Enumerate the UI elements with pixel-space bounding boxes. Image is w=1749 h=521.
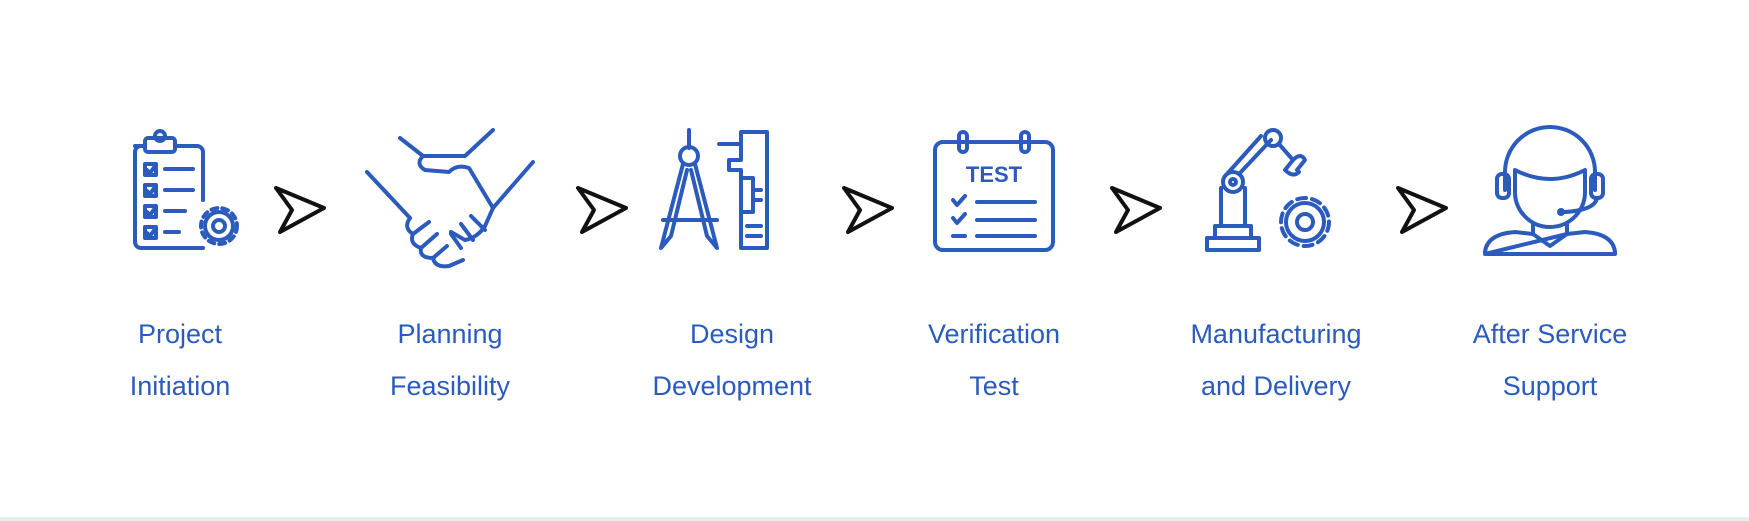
headset-agent-icon [1475, 125, 1625, 280]
arrow-right-icon [1394, 182, 1450, 238]
handshake-icon [365, 128, 535, 280]
robot-arm-gear-icon [1201, 128, 1351, 280]
compass-caliper-icon [657, 128, 807, 280]
test-label: TEST [966, 162, 1023, 187]
arrow-right-icon [840, 182, 896, 238]
bottom-divider [0, 517, 1749, 521]
arrow-right-icon [1108, 182, 1164, 238]
arrow-right-icon [272, 182, 328, 238]
arrow-right-icon [574, 182, 630, 238]
clipboard-gear-icon [105, 129, 255, 280]
test-calendar-icon: TEST [919, 130, 1069, 280]
